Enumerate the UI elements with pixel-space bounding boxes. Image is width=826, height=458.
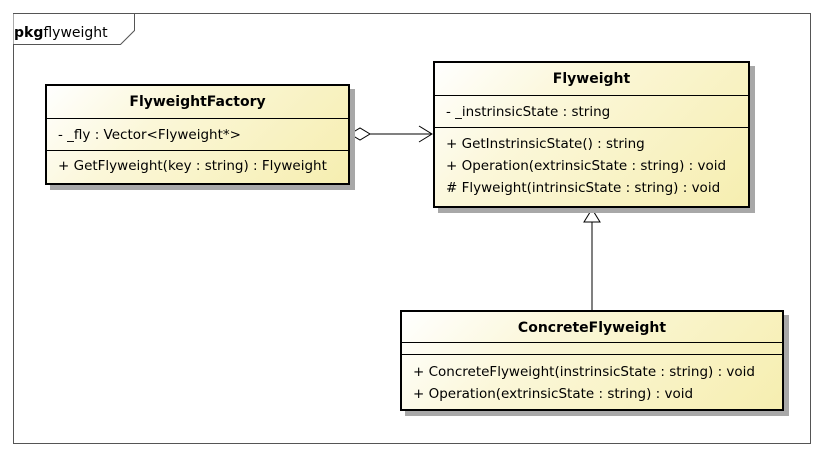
operation: + ConcreteFlyweight(instrinsicState : st… bbox=[413, 364, 755, 380]
package-keyword: pkg bbox=[14, 25, 44, 41]
attribute: - _fly : Vector<Flyweight*> bbox=[58, 127, 241, 143]
generalization-triangle bbox=[583, 208, 601, 223]
package-frame bbox=[13, 13, 811, 444]
operation: # Flyweight(intrinsicState : string) : v… bbox=[446, 180, 721, 196]
package-name: flyweight bbox=[43, 25, 108, 41]
class-name: Flyweight bbox=[435, 63, 748, 96]
operation: + Operation(extrinsicState : string) : v… bbox=[413, 386, 694, 402]
attributes-compartment: - _fly : Vector<Flyweight*> bbox=[47, 119, 348, 151]
package-tab bbox=[13, 13, 135, 45]
operations-compartment: + ConcreteFlyweight(instrinsicState : st… bbox=[402, 355, 782, 405]
class-name: ConcreteFlyweight bbox=[402, 312, 782, 343]
class-flyweight-factory[interactable]: FlyweightFactory - _fly : Vector<Flyweig… bbox=[45, 84, 350, 185]
class-concrete-flyweight[interactable]: ConcreteFlyweight + ConcreteFlyweight(in… bbox=[400, 310, 784, 411]
class-flyweight[interactable]: Flyweight - _instrinsicState : string + … bbox=[433, 61, 750, 208]
attribute: - _instrinsicState : string bbox=[446, 104, 611, 120]
navigability-arrowhead bbox=[418, 125, 433, 143]
package-label: pkgflyweight bbox=[14, 25, 108, 41]
attributes-compartment bbox=[402, 343, 782, 355]
operation: + Operation(extrinsicState : string) : v… bbox=[446, 158, 727, 174]
attributes-compartment: - _instrinsicState : string bbox=[435, 96, 748, 128]
aggregation-diamond bbox=[349, 127, 371, 141]
operations-compartment: + GetFlyweight(key : string) : Flyweight bbox=[47, 151, 348, 177]
operations-compartment: + GetInstrinsicState() : string + Operat… bbox=[435, 128, 748, 199]
operation: + GetInstrinsicState() : string bbox=[446, 136, 645, 152]
class-name: FlyweightFactory bbox=[47, 86, 348, 119]
operation: + GetFlyweight(key : string) : Flyweight bbox=[58, 158, 327, 174]
